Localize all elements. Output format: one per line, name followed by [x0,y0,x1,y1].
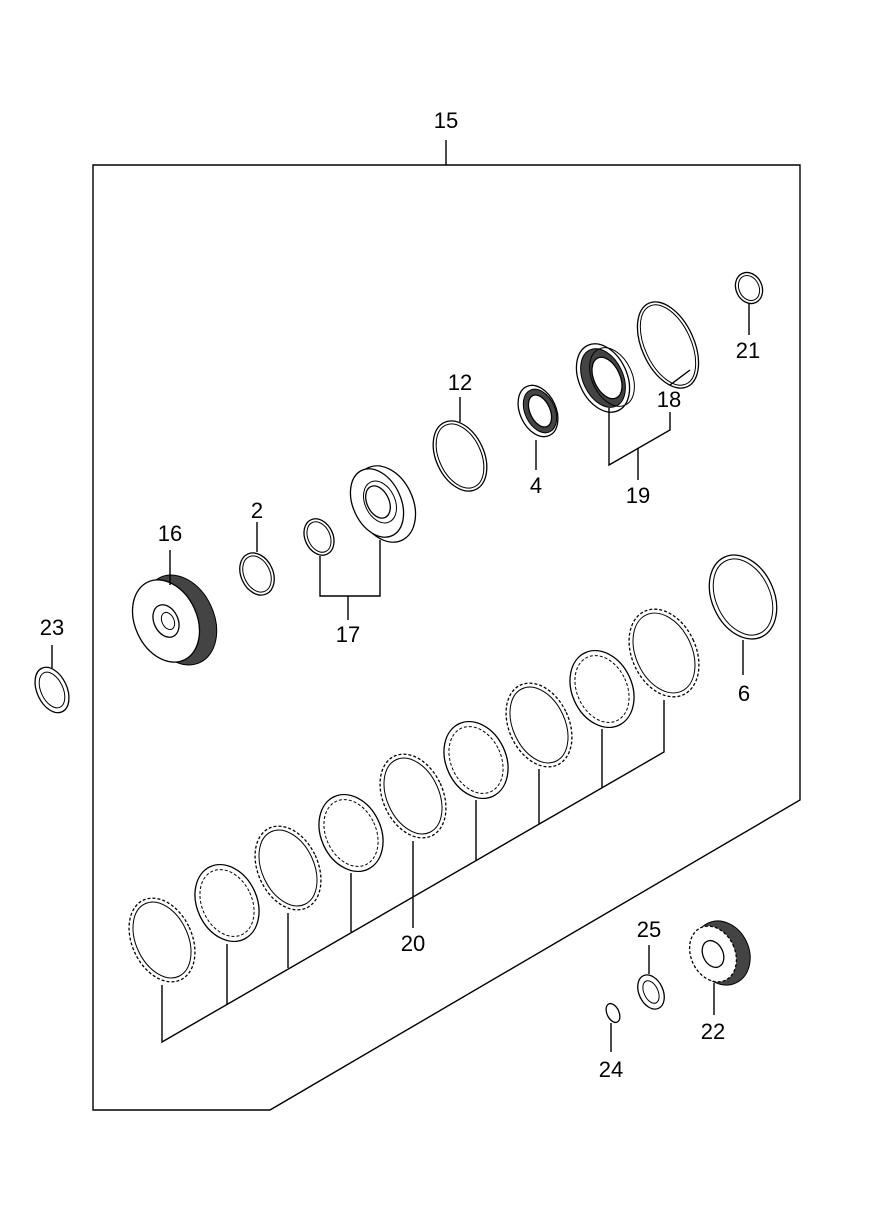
label-18: 18 [657,387,681,412]
label-22: 22 [701,1019,725,1044]
label-12: 12 [448,370,472,395]
part-17-seal [303,518,335,556]
label-23: 23 [40,615,64,640]
label-19: 19 [626,483,650,508]
part-4-bearing [517,384,559,438]
label-21: 21 [736,338,760,363]
part-21-snap-ring [734,271,764,305]
part-25-washer [637,974,665,1010]
label-16: 16 [158,521,182,546]
part-12-ring [432,420,488,492]
bracket-17 [319,540,381,597]
part-20-clutch-pack [128,608,700,983]
bracket-19 [608,408,671,467]
part-19-bearing [575,343,635,413]
disc-5 [379,753,447,839]
label-25: 25 [637,917,661,942]
disc-7 [505,682,573,768]
disc-8 [569,649,635,729]
part-23-washer [34,666,70,714]
disc-2 [194,863,260,943]
part-22-gear [688,920,751,986]
label-17: 17 [336,622,360,647]
disc-1 [128,897,196,983]
leader-18 [669,369,691,386]
label-6: 6 [738,681,750,706]
disc-6 [443,720,509,800]
part-16-hub-gear [131,574,218,666]
disc-4 [318,793,384,873]
label-4: 4 [530,473,542,498]
disc-9 [628,608,700,698]
assembly-frame [92,164,801,1111]
label-15: 15 [434,108,458,133]
part-17-piston [349,465,417,543]
part-24-clip [605,1002,621,1024]
label-24: 24 [599,1057,623,1082]
part-18-ring [636,301,700,389]
part-2-ring [239,552,275,596]
part-6-snap-ring [708,554,778,640]
label-2: 2 [251,498,263,523]
disc-3 [254,825,322,911]
label-20: 20 [401,931,425,956]
